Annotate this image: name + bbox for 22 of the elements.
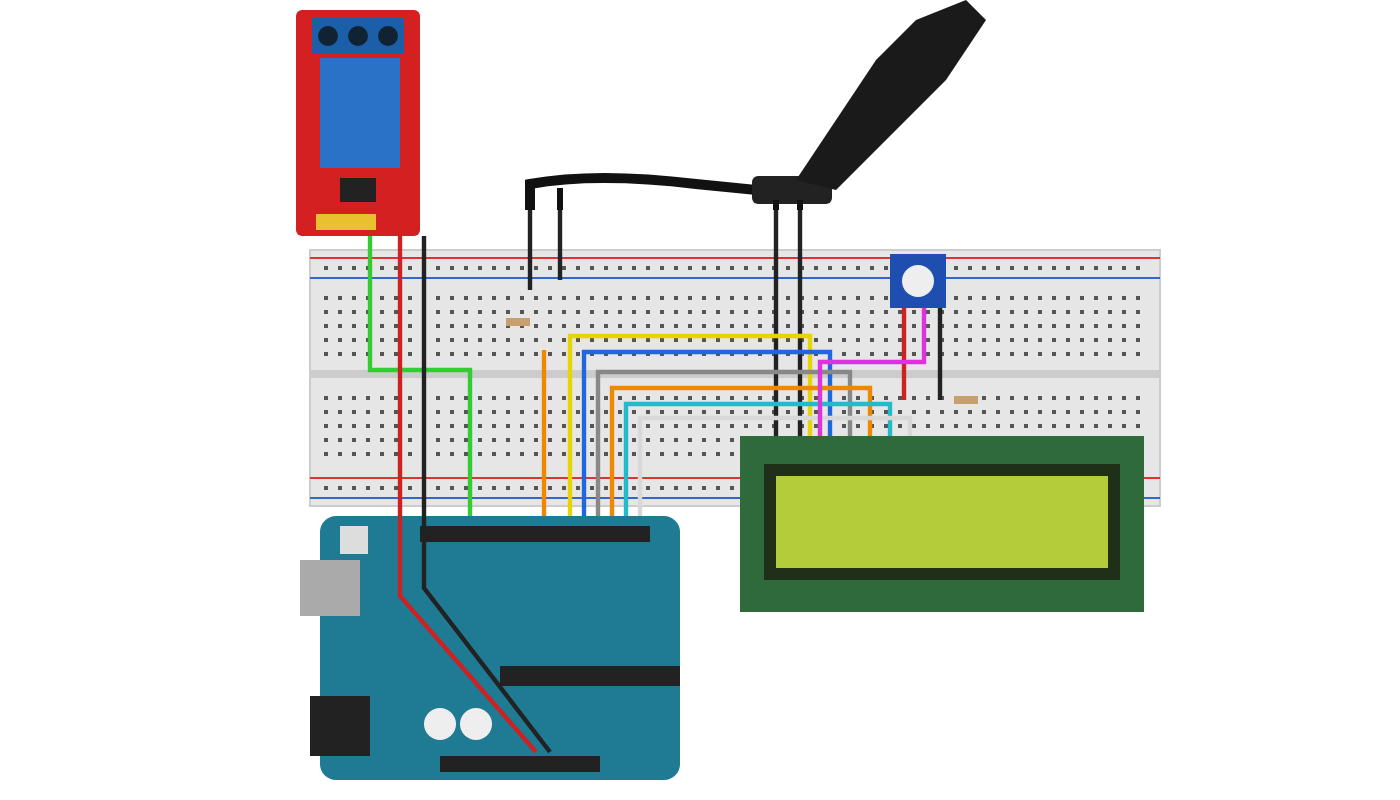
wire [557,210,563,250]
wire [595,369,853,516]
relay-module-drawing [296,10,420,236]
wire [527,210,533,250]
lcd-display-drawing [740,436,1144,612]
wire [397,236,403,250]
wire [541,506,547,516]
wire [421,236,427,250]
wire [567,333,813,516]
wire [397,506,403,516]
wire [817,308,927,436]
wire [421,506,427,516]
wire [581,349,833,516]
potentiometer-drawing [890,254,946,308]
wire [797,210,803,436]
microcontroller-board-drawing [300,516,680,780]
wire [773,210,779,436]
wire [637,415,913,516]
wire [367,236,373,250]
wire [623,401,893,516]
wire [609,385,873,516]
wire [467,506,473,516]
